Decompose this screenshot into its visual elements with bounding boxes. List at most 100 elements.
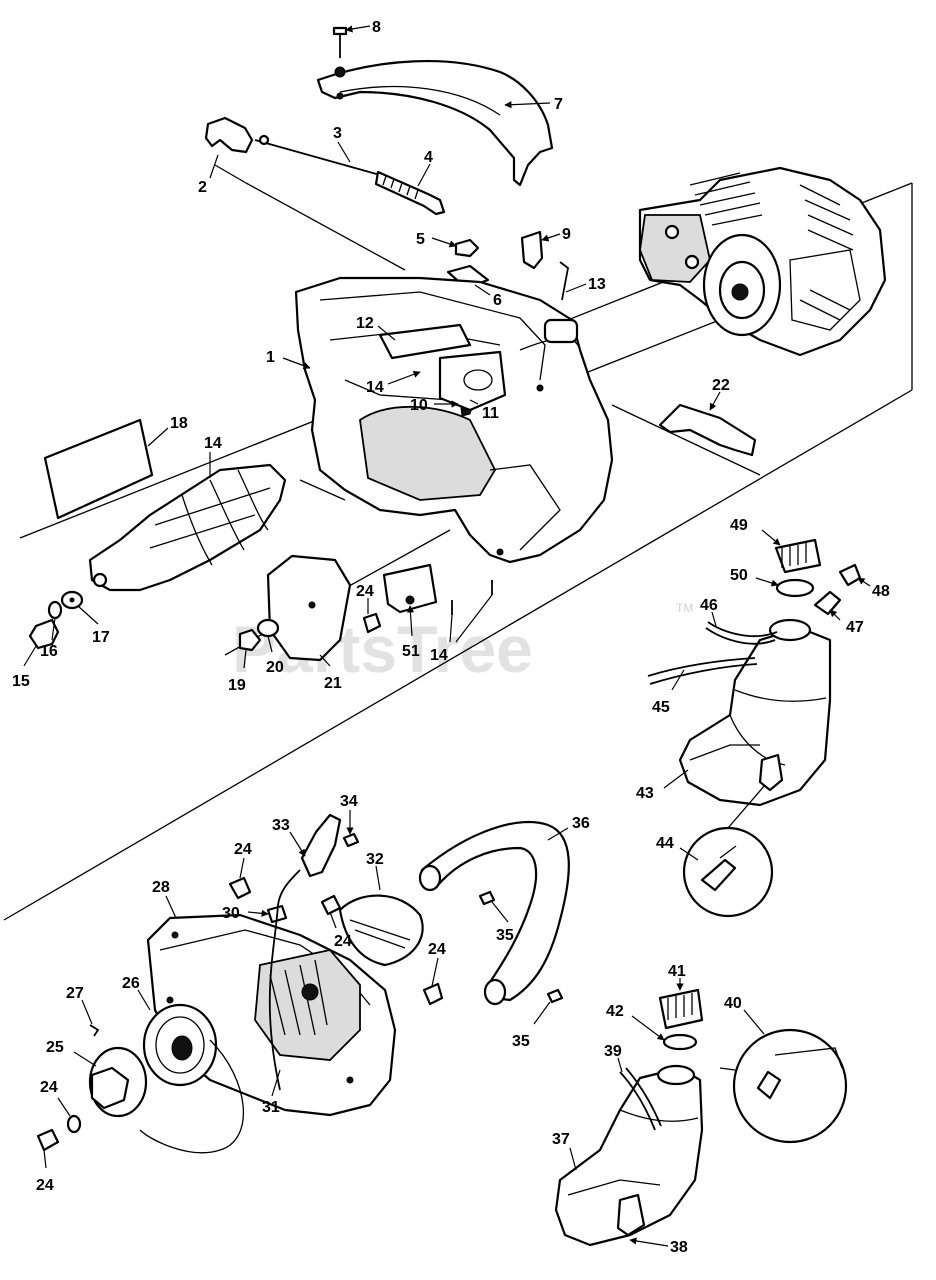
washer-21[interactable] (256, 618, 280, 638)
callout-5: 5 (416, 231, 425, 248)
callout-4: 4 (424, 149, 433, 166)
callout-10: 10 (410, 397, 428, 414)
grille-32[interactable] (338, 894, 424, 967)
washer-25[interactable] (66, 1114, 82, 1134)
callout-12: 12 (356, 315, 374, 332)
callout-31: 31 (262, 1099, 280, 1116)
callout-14-b: 14 (430, 647, 448, 664)
nut-20[interactable] (238, 628, 262, 652)
detail-circle-40[interactable] (719, 1028, 848, 1144)
callout-40: 40 (724, 995, 742, 1012)
washer-18[interactable] (60, 590, 84, 610)
fuel-tank-43[interactable] (678, 618, 832, 807)
callout-24-c: 24 (334, 933, 352, 950)
oil-tank-37[interactable] (554, 1064, 704, 1247)
callout-34: 34 (340, 793, 358, 810)
engine-block (638, 166, 887, 357)
callout-32: 32 (366, 851, 384, 868)
callout-38: 38 (670, 1239, 688, 1256)
nut-5[interactable] (454, 238, 480, 258)
callout-35-b: 35 (512, 1033, 530, 1050)
callout-50: 50 (730, 567, 748, 584)
callout-36: 36 (572, 815, 590, 832)
callout-24-b: 24 (234, 841, 252, 858)
callout-46: 46 (700, 597, 718, 614)
bolt-24-e[interactable] (422, 982, 444, 1006)
throttle-trigger-part[interactable] (204, 116, 254, 154)
fitting-48[interactable] (838, 563, 862, 587)
callout-2: 2 (198, 179, 207, 196)
screw-35-b[interactable] (546, 988, 564, 1004)
callout-35-a: 35 (496, 927, 514, 944)
callout-19: 18 (170, 415, 188, 432)
callout-39: 39 (604, 1043, 622, 1060)
detail-circle-44[interactable] (682, 784, 774, 918)
screw-24-a[interactable] (362, 612, 382, 634)
cap-49[interactable] (774, 538, 822, 574)
gasket-42[interactable] (662, 1033, 698, 1051)
bolt-24-b[interactable] (36, 1128, 60, 1152)
rope-pulley-28[interactable] (139, 1003, 245, 1154)
decal-12[interactable] (378, 323, 472, 360)
callout-3: 3 (333, 125, 342, 142)
bolt-24-d[interactable] (320, 894, 342, 916)
callout-23: 22 (712, 377, 730, 394)
callout-49: 49 (730, 517, 748, 534)
fitting-47[interactable] (813, 590, 842, 616)
hose-46[interactable] (705, 621, 778, 645)
gasket-50[interactable] (775, 578, 815, 598)
bracket-23[interactable] (658, 403, 757, 457)
callout-24-a: 24 (356, 583, 374, 600)
callout-41: 41 (668, 963, 686, 980)
main-housing-part[interactable] (294, 276, 614, 564)
callout-24-e: 24 (36, 1177, 54, 1194)
watermark-trademark: TM (676, 601, 693, 615)
callout-9: 9 (562, 226, 571, 243)
callout-18: 17 (92, 629, 110, 646)
screw-8[interactable] (332, 26, 348, 58)
hose-39[interactable] (619, 1067, 662, 1131)
lever-33[interactable] (300, 813, 342, 878)
throttle-spring-part[interactable] (374, 170, 446, 216)
air-filter-panel-19[interactable] (43, 418, 154, 520)
callout-8: 8 (372, 19, 381, 36)
cap-41[interactable] (658, 988, 704, 1030)
callout-48: 48 (872, 583, 890, 600)
wire-31[interactable] (268, 869, 301, 1091)
throttle-rod-part[interactable] (254, 134, 381, 176)
screw-35-a[interactable] (478, 890, 496, 906)
callout-26: 25 (46, 1039, 64, 1056)
callout-1: 1 (266, 349, 275, 366)
callout-33: 33 (272, 817, 290, 834)
callout-20: 19 (228, 677, 246, 694)
muffler-shield-15[interactable] (88, 463, 287, 592)
knob-16[interactable] (28, 618, 60, 650)
callout-47: 47 (846, 619, 864, 636)
callout-24-d: 24 (428, 941, 446, 958)
screw-34[interactable] (342, 832, 360, 848)
bracket-51[interactable] (382, 563, 438, 614)
starter-pulley-26[interactable] (88, 1046, 148, 1118)
hose-45[interactable] (647, 657, 758, 685)
spring-13[interactable] (559, 261, 569, 301)
callouts: 8 7 3 4 2 9 5 6 13 12 1 14 10 (12, 19, 890, 1256)
plate-22[interactable] (266, 554, 352, 662)
callout-11: 11 (482, 405, 499, 422)
front-handle-36[interactable] (418, 820, 570, 1006)
bolt-24-c[interactable] (228, 876, 252, 900)
top-handle-part[interactable] (316, 59, 554, 187)
bracket-9[interactable] (520, 230, 544, 270)
callout-28: 26 (122, 975, 140, 992)
spring-27[interactable] (89, 1024, 100, 1037)
callout-27: 27 (66, 985, 84, 1002)
washer-17[interactable] (47, 600, 63, 620)
callout-44: 44 (656, 835, 674, 852)
callout-51: 51 (402, 643, 420, 660)
callout-22: 21 (324, 675, 342, 692)
callout-42: 42 (606, 1003, 624, 1020)
callout-7: 7 (554, 96, 563, 113)
plate-11[interactable] (438, 350, 507, 412)
callout-37: 37 (552, 1131, 570, 1148)
callout-45: 45 (652, 699, 670, 716)
